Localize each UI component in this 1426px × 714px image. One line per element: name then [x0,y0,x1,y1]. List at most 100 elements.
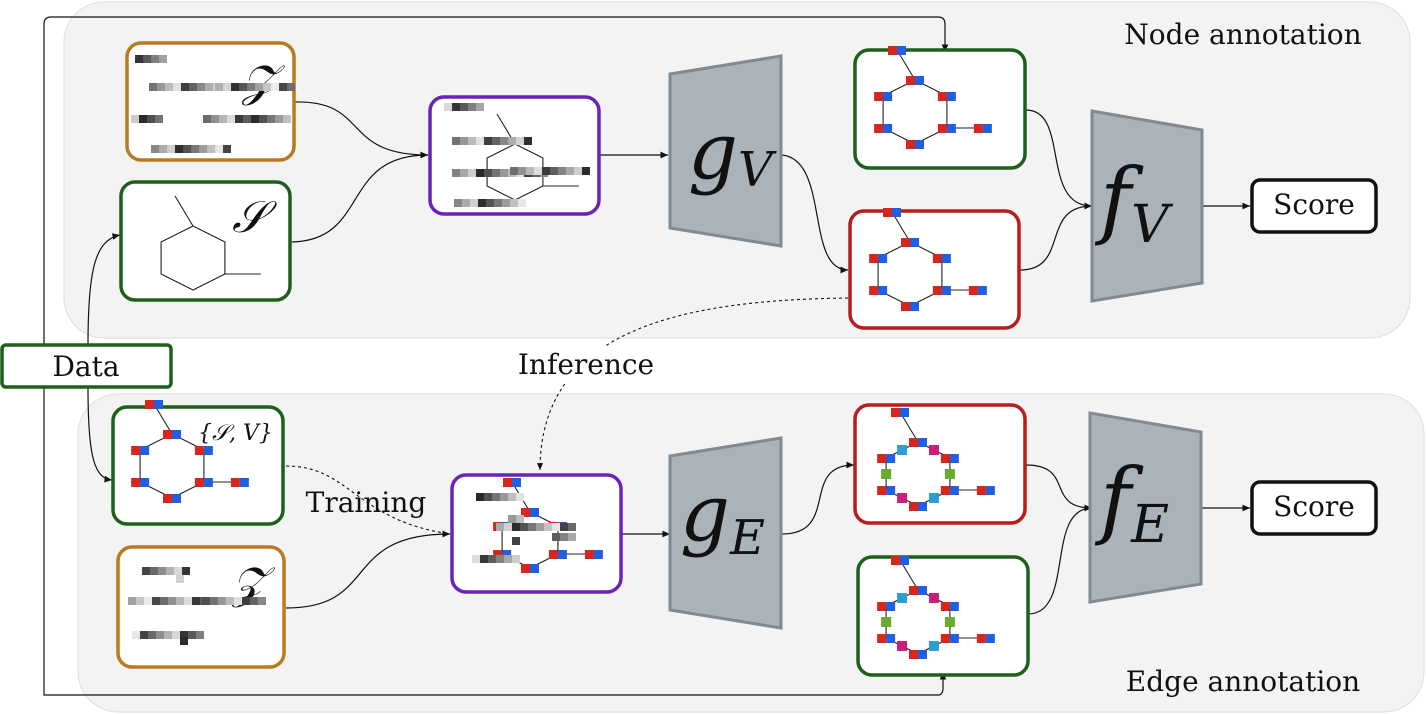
node-marker [897,46,906,55]
node-marker [194,446,204,455]
node-score-label: Score [1273,188,1355,221]
noise-pixel [271,83,279,91]
noise-pixel [184,597,192,605]
noise-pixel [235,115,243,123]
noise-pixel [152,597,160,605]
real-to-fv-arrow [1025,109,1093,210]
node-marker [877,634,887,643]
noise-pixel [486,199,494,207]
noise-pixel [488,555,496,563]
node-marker [194,478,204,487]
node-marker [900,556,909,565]
noise-pixel [255,83,263,91]
node-marker [906,140,915,149]
ge-label: gE [680,469,765,566]
noise-pixel [147,115,155,123]
noise-pixel [504,555,512,563]
noise-pixel [480,555,488,563]
noise-pixel [203,115,211,123]
node-marker [946,124,956,133]
noise-pixel [476,169,484,177]
noise-pixel [215,83,223,91]
node-marker [976,486,986,495]
node-marker [521,508,530,517]
edge-score-box [1250,480,1378,536]
node-marker [140,446,150,455]
node-marker [172,494,181,503]
node-marker [878,286,888,295]
noise-pixel [502,199,510,207]
node-marker [886,634,896,643]
noise-pixel [468,103,476,111]
node-marker [877,454,887,463]
noise-pixel [452,137,460,145]
edge-marker [897,445,908,455]
node-marker [512,478,521,487]
node-marker [940,454,950,463]
noise-pixel [199,145,207,153]
noise-pixel [536,523,544,531]
node-marker [888,46,897,55]
noise-pixel [574,167,582,175]
noise-pixel [168,597,176,605]
node-marker [557,550,567,559]
noise-pixel [496,523,504,531]
z-to-combined-arrow [293,101,429,159]
real-edge-graph-box [856,555,1030,677]
noise-pixel [181,83,189,91]
noise-pixel [160,597,168,605]
noise-pixel [180,631,188,639]
noise-pixel [508,515,516,523]
noise-pixel [243,115,251,123]
noise-pixel [460,169,468,177]
generated-to-fv-arrow [1019,205,1093,271]
edge-marker [897,593,908,603]
noise-pixel [544,523,552,531]
noise-pixel [144,597,152,605]
noise-pixel [157,83,165,91]
noise-pixel [476,493,484,501]
noise-pixel [188,631,196,639]
noise-pixel [476,103,484,111]
training-label: Training [306,486,427,519]
edge-score-label: Score [1273,490,1355,523]
node-marker [940,602,950,611]
data-label: Data [52,350,119,383]
noise-pixel [139,115,147,123]
data-to-node-annotation-line [43,16,949,345]
noise-pixel [500,169,508,177]
noise-pixel [460,137,468,145]
edge-marker [897,493,908,503]
noise-pixel [512,523,520,531]
zb-to-combined-arrow [285,530,451,609]
noise-pixel [472,555,480,563]
node-marker [940,634,950,643]
noise-pixel [158,567,166,575]
noise-pixel [247,83,255,91]
node-marker [886,602,896,611]
noise-pixel [510,199,518,207]
graph-artwork [128,46,995,659]
noise-pixel [478,199,486,207]
noise-pixel [504,523,512,531]
node-marker [584,550,594,559]
noise-pixel [140,631,148,639]
node-marker [982,124,992,133]
data-to-edge-annotation-line [43,388,947,696]
noise-pixel [516,493,524,501]
noise-pixel [452,103,460,111]
noise-pixel [142,567,150,575]
sv-graph-box [111,405,285,526]
node-marker [941,254,951,263]
noise-pixel [183,145,191,153]
node-marker [203,446,213,455]
gv-label: gV [688,107,777,198]
noise-pixel [512,555,520,563]
gv-network [668,54,783,248]
edge-annotation-title: Edge annotation [1126,665,1360,698]
noise-pixel [510,167,518,175]
ge-network [668,436,783,630]
noise-pixel [226,597,234,605]
node-marker [163,494,172,503]
noise-pixel [149,83,157,91]
